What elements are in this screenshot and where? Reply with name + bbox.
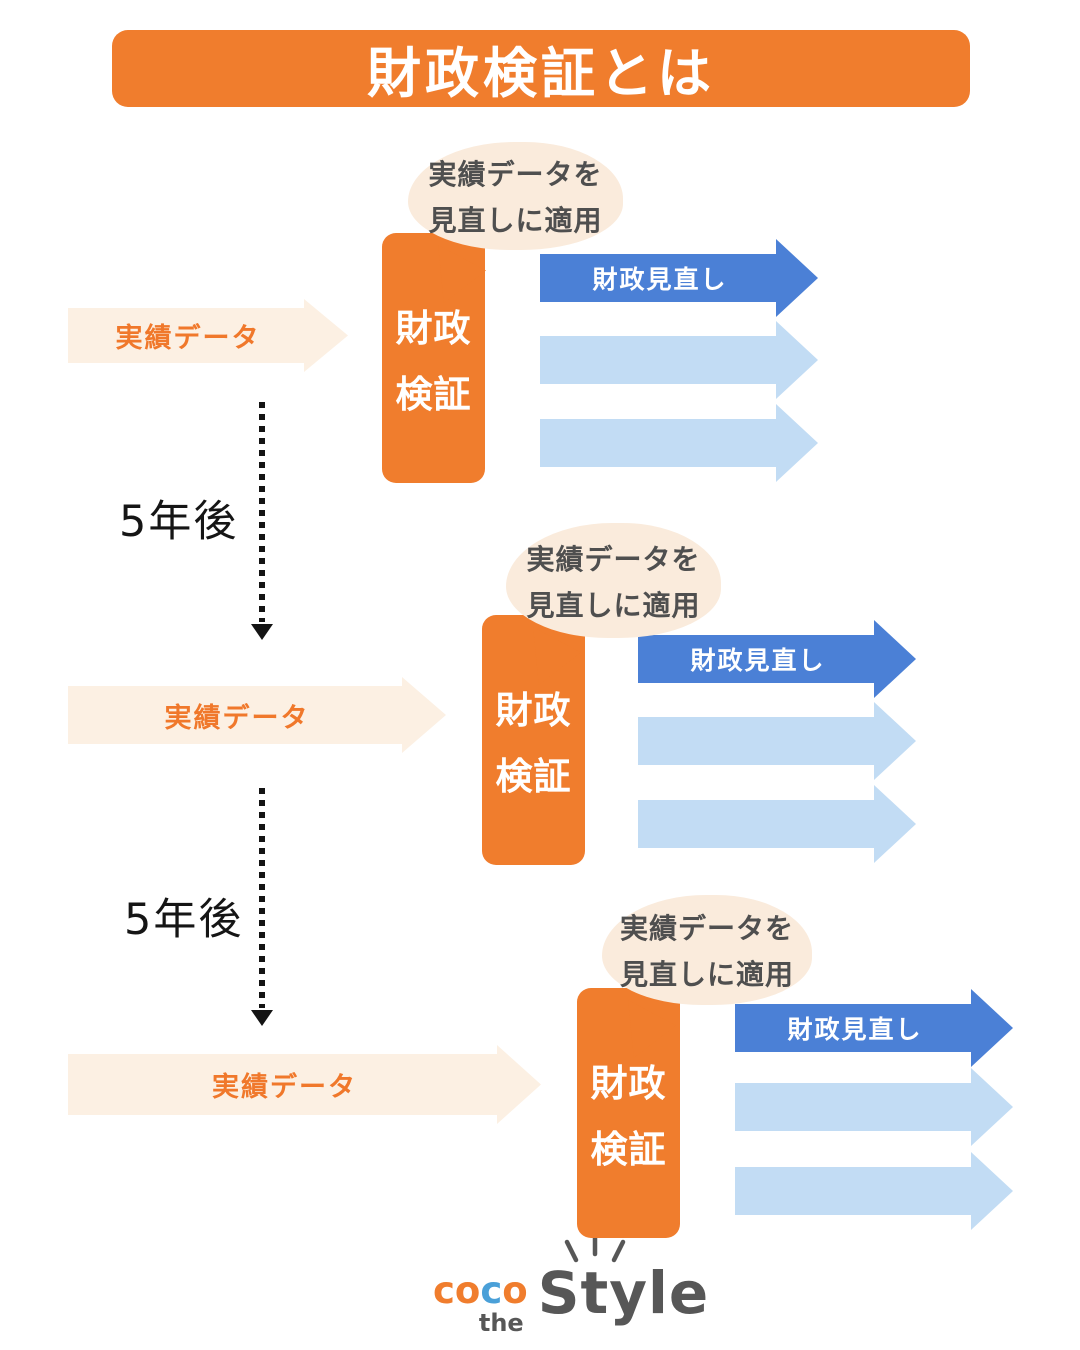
logo-coco-seg1: co [433,1269,481,1312]
arrow-body [540,336,780,384]
arrow-head [971,989,1013,1067]
arrow-head [776,321,818,399]
projection-arrow [540,321,818,399]
review-arrow-label: 財政見直し [787,1015,923,1044]
dotted-line [259,788,265,1008]
logo-coco-text: coco [433,1272,528,1309]
speech-bubble: 実績データを 見直しに適用 [602,895,812,1005]
review-arrow: 財政見直し [638,620,916,698]
interval-label: 5年後 [119,497,239,547]
title-banner: 財政検証とは [112,30,970,107]
arrow-head [402,677,446,753]
projection-arrow [735,1152,1013,1230]
arrow-head [971,1152,1013,1230]
projection-arrow [638,785,916,863]
arrow-head [776,404,818,482]
speech-bubble: 実績データを 見直しに適用 [408,142,623,250]
projection-arrow [540,404,818,482]
logo-coco-seg2: c [480,1269,503,1312]
arrow-body [540,254,780,302]
bubble-line1: 実績データを [619,912,794,945]
review-arrow: 財政見直し [540,239,818,317]
logo-coco-seg3: o [502,1269,528,1312]
input-data-arrow: 実績データ [68,1045,541,1124]
arrow-body [68,1054,501,1115]
logo-style-wrap: Style [537,1231,710,1327]
input-arrow-label: 実績データ [115,323,261,354]
five-years-later-arrow [250,788,274,1026]
dotted-line [259,402,265,622]
arrow-body [638,635,878,683]
box-label-line1: 財政 [495,689,572,732]
review-arrow-label: 財政見直し [592,265,728,294]
review-arrow: 財政見直し [735,989,1013,1067]
arrow-body [638,717,878,765]
projection-arrow [638,702,916,780]
arrow-head [874,785,916,863]
projection-arrow [735,1068,1013,1146]
interval-label: 5年後 [124,895,244,945]
logo-the-text: the [478,1309,524,1337]
bubble-line2: 見直しに適用 [619,958,794,991]
box-label-line1: 財政 [590,1062,667,1105]
box-label-line1: 財政 [395,307,472,350]
arrow-head [304,299,348,372]
arrow-head [971,1068,1013,1146]
bubble-line1: 実績データを [526,542,701,576]
bubble-line2: 見直しに適用 [526,588,701,622]
input-data-arrow: 実績データ [68,299,348,372]
arrow-head [776,239,818,317]
arrow-head [874,620,916,698]
page-title: 財政検証とは [367,42,715,105]
review-arrow-label: 財政見直し [690,646,826,675]
arrow-body [735,1004,975,1052]
site-logo: coco the Style [433,1231,710,1335]
box-label-line2: 検証 [590,1128,667,1171]
box-label-line2: 検証 [495,755,572,798]
arrow-body [68,308,308,363]
arrow-body [735,1083,975,1131]
bubble-line1: 実績データを [428,158,603,191]
down-arrowhead-icon [251,1010,273,1026]
arrow-body [638,800,878,848]
input-arrow-label: 実績データ [164,702,310,734]
input-arrow-label: 実績データ [212,1072,357,1103]
down-arrowhead-icon [251,624,273,640]
arrow-body [540,419,780,467]
arrow-body [735,1167,975,1215]
logo-coco-the: coco the [433,1272,528,1335]
five-years-later-arrow [250,402,274,640]
arrow-head [497,1045,541,1124]
bubble-line2: 見直しに適用 [428,204,603,237]
logo-style-text: Style [537,1259,710,1327]
arrow-head [874,702,916,780]
fiscal-verification-box: 財政 検証 [482,615,585,865]
speech-bubble: 実績データを 見直しに適用 [506,523,721,638]
arrow-body [68,686,406,744]
box-label-line2: 検証 [395,373,472,416]
input-data-arrow: 実績データ [68,677,446,753]
